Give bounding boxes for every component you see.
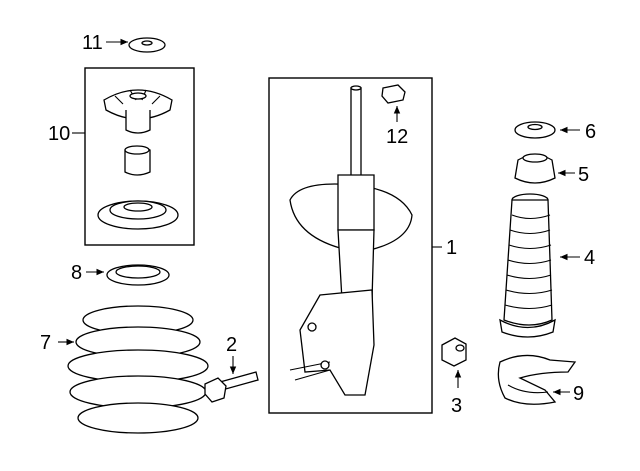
callout-8[interactable]: 8 bbox=[71, 262, 82, 284]
part-10-bushing[interactable] bbox=[124, 145, 151, 176]
part-5-bump-stop[interactable] bbox=[514, 153, 556, 184]
callout-2[interactable]: 2 bbox=[226, 334, 237, 356]
callout-11[interactable]: 11 bbox=[82, 32, 103, 54]
part-12-nut[interactable] bbox=[381, 84, 406, 104]
callout-1[interactable]: 1 bbox=[446, 237, 457, 259]
part-6-upper-washer[interactable] bbox=[514, 121, 556, 139]
part-7-coil-spring[interactable] bbox=[67, 305, 209, 434]
part-4-dust-boot[interactable] bbox=[499, 193, 556, 338]
part-1-group-box bbox=[268, 77, 433, 414]
part-10-bearing-seat[interactable] bbox=[97, 200, 179, 230]
part-3-bushing[interactable] bbox=[441, 337, 467, 367]
part-9-lower-insulator[interactable] bbox=[497, 354, 577, 405]
callout-10[interactable]: 10 bbox=[48, 123, 70, 145]
callout-12[interactable]: 12 bbox=[386, 126, 408, 148]
part-2-bolt[interactable] bbox=[204, 371, 259, 403]
part-11-washer[interactable] bbox=[128, 37, 166, 53]
callout-3[interactable]: 3 bbox=[451, 395, 462, 417]
callout-7[interactable]: 7 bbox=[40, 332, 51, 354]
part-10-group-box bbox=[84, 67, 195, 246]
callout-6[interactable]: 6 bbox=[585, 121, 596, 143]
callout-9[interactable]: 9 bbox=[573, 383, 584, 405]
callout-5[interactable]: 5 bbox=[578, 164, 589, 186]
callout-4[interactable]: 4 bbox=[584, 247, 595, 269]
part-1-strut-assembly[interactable] bbox=[289, 85, 413, 396]
part-8-spring-insulator[interactable] bbox=[106, 264, 170, 286]
part-10-strut-mount[interactable] bbox=[103, 89, 173, 134]
